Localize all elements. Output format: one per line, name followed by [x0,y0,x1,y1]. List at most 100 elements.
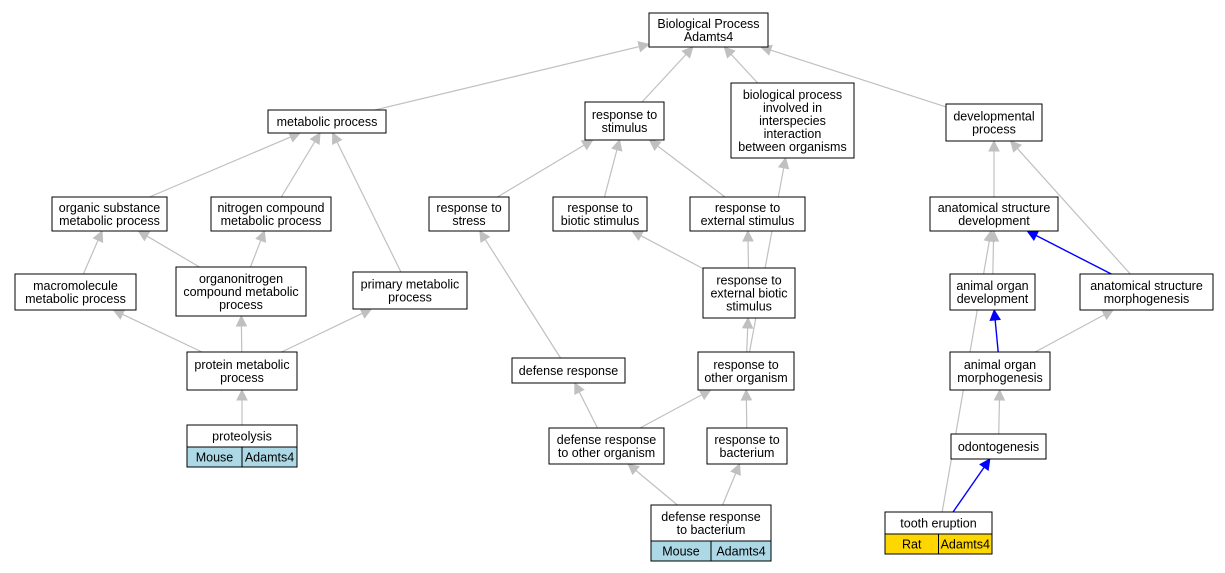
edge-resp_ext_biotic-to-resp_biotic [631,230,704,270]
term-box [949,351,1051,391]
edge-resp_ext_biotic-to-resp_external [742,229,754,269]
term-label-line: defense response [519,364,618,378]
gene-cell [241,446,298,468]
term-label-line: development [957,292,1029,306]
gene-cell [938,533,993,555]
term-box [267,109,387,134]
edge-line [639,394,703,429]
term-box [929,196,1059,232]
term-label-line: organic substance [59,201,161,215]
edge-anat_morph-to-dev [1009,140,1131,275]
edge-arrowhead [637,41,651,53]
term-label-line: anatomical structure [938,201,1051,215]
edge-arrowhead [740,388,753,401]
edge-arrowhead [742,229,754,242]
edge-arrowhead [777,156,790,170]
edge-line [641,53,687,103]
term-label-line: defense response [661,510,760,524]
term-label-line: nitrogen compound [217,201,324,215]
edge-resp_other-to-bp_interspecies [748,156,790,353]
term-node-odonto[interactable]: odontogenesis [950,433,1047,460]
edge-line [497,144,585,198]
edge-arrowhead [92,229,104,243]
edge-arrowhead [359,308,373,319]
term-label-line: stimulus [726,300,772,314]
edge-organ_morph-to-organ_dev [989,308,1001,353]
term-label-line: response to [436,201,501,215]
term-box [706,427,788,465]
term-box [697,351,795,391]
edge-line [748,167,785,353]
edge-resp_external-to-resp_stim [648,139,726,198]
term-node-metabolic[interactable]: metabolic process [267,109,387,134]
term-box [552,196,648,232]
term-label-line: developmental [953,110,1034,124]
gene-cell-label: Adamts4 [716,545,765,559]
edge-protein-to-organonitro [235,314,248,353]
edge-def_other-to-defense [574,382,598,429]
edge-arrowhead [730,462,741,476]
edge-line [1034,314,1105,353]
term-box [1079,273,1214,311]
term-label-line: anatomical structure [1090,279,1203,293]
edge-arrowhead [627,463,640,476]
term-label-line: macromolecule [33,279,118,293]
term-box [689,196,806,232]
term-box [949,273,1036,311]
edge-arrowhead [580,139,594,151]
term-label-line: interaction [764,127,822,141]
edge-organic-to-metabolic [149,131,301,198]
edge-line [640,235,704,270]
edge-arrowhead [137,230,151,242]
term-label-line: process [219,298,263,312]
term-label-line: other organism [704,371,787,385]
term-label-line: interspecies [759,114,826,128]
term-label-line: morphogenesis [1104,292,1189,306]
edge-arrowhead [723,46,736,59]
term-label-line: metabolic process [59,214,160,228]
edge-line [484,239,562,359]
term-node-defense[interactable]: defense response [511,357,626,384]
edge-defense-to-resp_stress [479,230,562,359]
term-box [14,273,137,311]
edge-arrowhead [288,131,301,143]
edge-line [635,469,678,506]
edge-line [994,319,999,353]
term-label-line: metabolic process [25,292,126,306]
term-box [186,351,298,391]
edge-arrowhead [236,388,248,401]
edge-line [952,466,985,513]
term-box [702,267,796,319]
edge-organonitro-to-nitrogen [249,229,267,268]
term-label-line: odontogenesis [958,440,1039,454]
edge-line [1016,148,1131,275]
term-label-line: response to [713,358,778,372]
edge-arrowhead [611,138,623,152]
edges-layer [82,41,1131,513]
